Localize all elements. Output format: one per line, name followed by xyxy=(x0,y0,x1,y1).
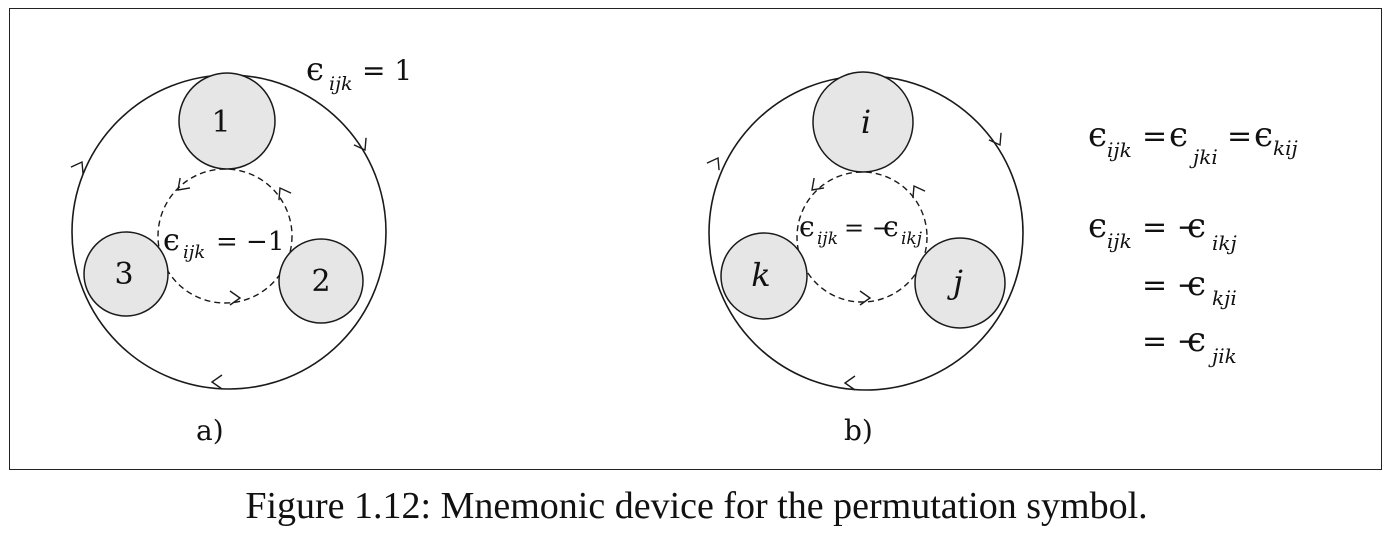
subscript: jik xyxy=(1208,344,1237,368)
panel-a: 1 2 3 ϵ ijk = 1 ϵ ijk = −1 a) xyxy=(70,50,412,447)
subscript: ijk xyxy=(183,242,205,263)
epsilon-symbol: ϵ xyxy=(1187,264,1206,304)
outer-relation-a: ϵ ijk = 1 xyxy=(306,50,412,95)
relation-rhs: = 1 xyxy=(362,54,412,87)
epsilon-symbol: ϵ xyxy=(163,223,180,258)
node-a-right-label: 2 xyxy=(311,264,330,299)
figure-frame xyxy=(9,8,1382,470)
node-a-top xyxy=(178,72,276,170)
epsilon-symbol: ϵ xyxy=(1169,115,1188,155)
outer-arrow-b3 xyxy=(706,153,725,171)
relation-rhs: = −1 xyxy=(216,227,284,257)
node-a-left-label: 3 xyxy=(114,257,133,292)
identity-anti-1: ϵ ijk = − ϵ ikj xyxy=(1088,206,1237,255)
identities: ϵ ijk = ϵ jki = ϵ kij ϵ ijk = − ϵ ikj = … xyxy=(1088,115,1298,368)
subscript: ijk xyxy=(1107,229,1132,253)
equals-sign: = xyxy=(1142,119,1167,154)
relation-eq: = − xyxy=(844,214,892,242)
identity-cyclic: ϵ ijk = ϵ jki = ϵ kij xyxy=(1088,115,1298,169)
identity-anti-3: = − ϵ jik xyxy=(1142,320,1237,368)
relation-eq: = − xyxy=(1142,268,1202,303)
outer-arrow-a2 xyxy=(211,374,223,390)
epsilon-symbol: ϵ xyxy=(306,50,324,88)
node-b-right xyxy=(914,237,1006,329)
epsilon-symbol: ϵ xyxy=(1088,206,1107,246)
inner-arrow-b3 xyxy=(907,181,926,199)
subscript-2: ikj xyxy=(901,229,923,249)
subscript: kji xyxy=(1212,286,1237,310)
node-a-left xyxy=(83,231,169,317)
node-b-top xyxy=(812,71,914,173)
identity-anti-2: = − ϵ kji xyxy=(1142,264,1237,310)
panel-b-label: b) xyxy=(844,414,873,447)
panel-b: i j k ϵ ijk = − ϵ ikj b) xyxy=(706,71,1024,447)
subscript: ijk xyxy=(329,73,352,95)
epsilon-symbol: ϵ xyxy=(1088,115,1107,155)
figure-caption: Figure 1.12: Mnemonic device for the per… xyxy=(245,485,1148,527)
node-a-top-label: 1 xyxy=(211,105,230,140)
outer-arrow-b2 xyxy=(844,375,856,391)
subscript: jki xyxy=(1189,145,1218,169)
node-a-right xyxy=(278,238,364,324)
outer-arrow-a3 xyxy=(70,157,89,175)
inner-arrow-b2 xyxy=(859,290,871,306)
node-b-left xyxy=(720,232,808,320)
epsilon-symbol: ϵ xyxy=(1187,320,1206,360)
epsilon-symbol-2: ϵ xyxy=(883,210,899,243)
epsilon-symbol: ϵ xyxy=(1254,115,1273,155)
subscript: kij xyxy=(1273,136,1298,160)
panel-a-label: a) xyxy=(196,414,224,447)
relation-eq: = − xyxy=(1142,210,1202,245)
subscript: ijk xyxy=(1107,138,1132,162)
subscript: ikj xyxy=(1212,231,1237,255)
inner-relation-a: ϵ ijk = −1 xyxy=(163,223,284,263)
inner-relation-b: ϵ ijk = − ϵ ikj xyxy=(799,210,923,249)
node-b-top-label: i xyxy=(861,103,871,141)
node-b-left-label: k xyxy=(751,256,770,294)
subscript: ijk xyxy=(817,229,838,249)
relation-eq: = − xyxy=(1142,324,1202,359)
equals-sign: = xyxy=(1227,119,1252,154)
epsilon-symbol: ϵ xyxy=(1187,206,1206,246)
epsilon-symbol: ϵ xyxy=(799,210,815,243)
